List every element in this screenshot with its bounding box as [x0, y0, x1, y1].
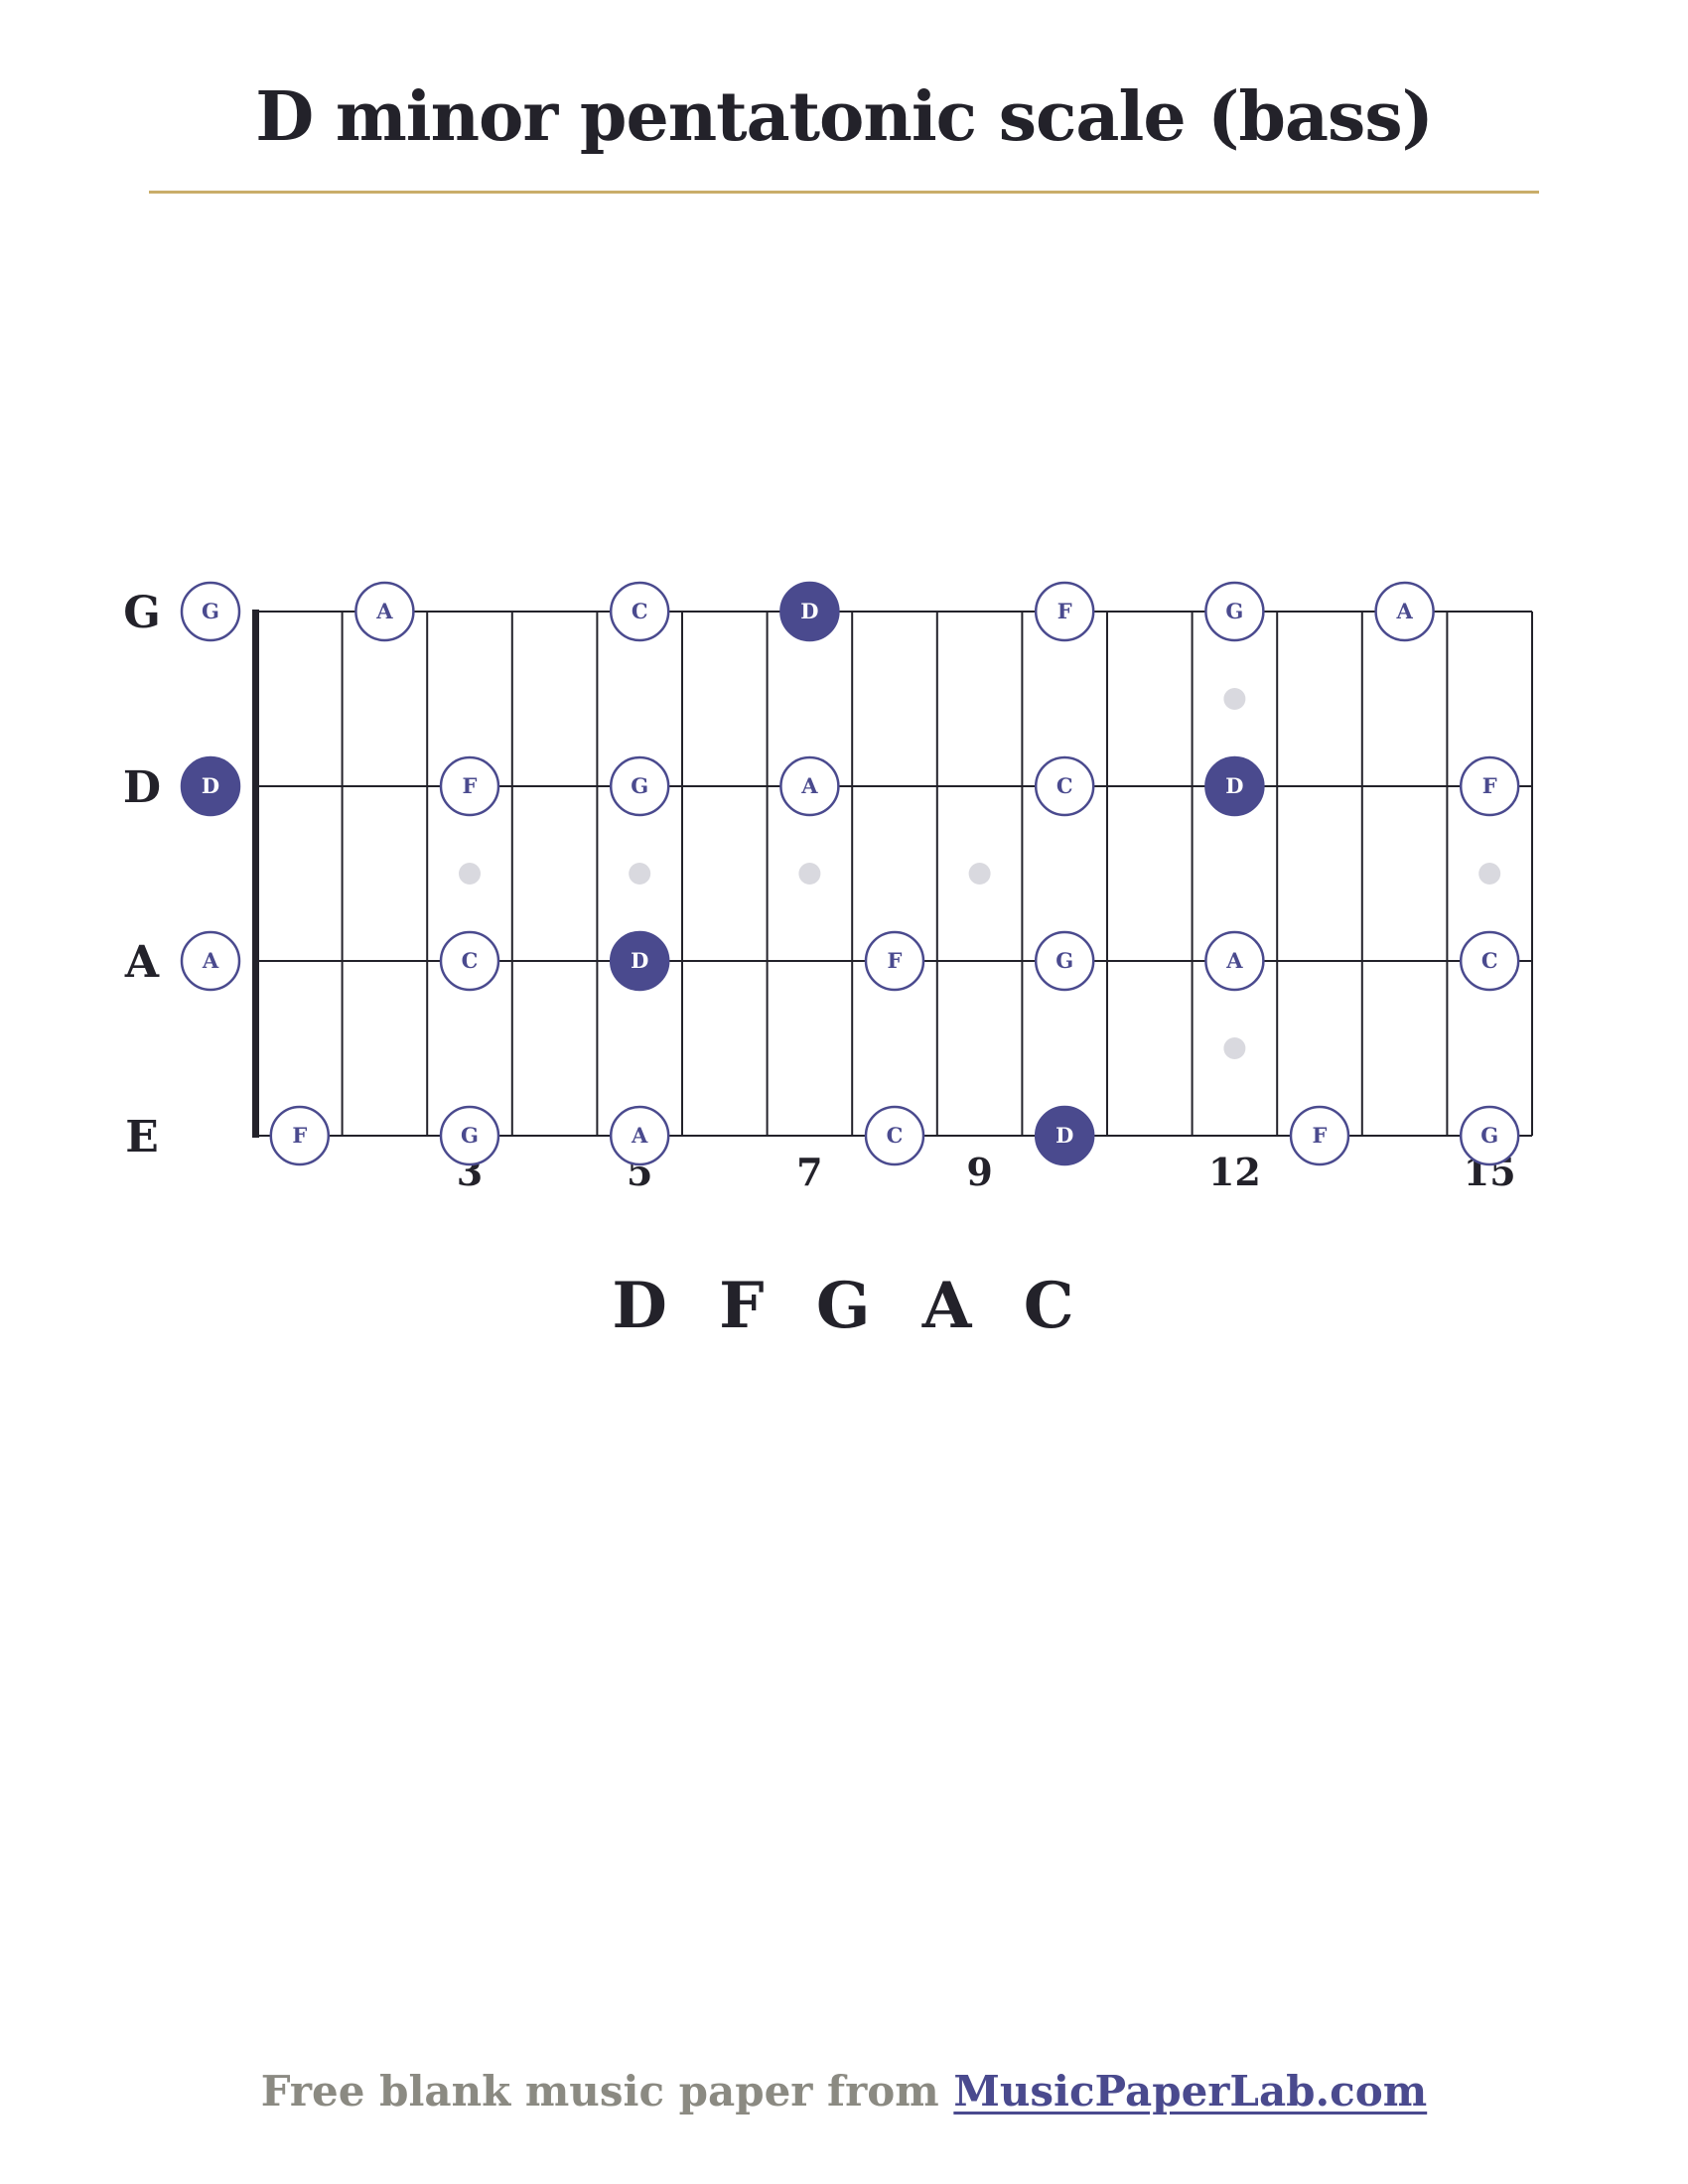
note-marker [779, 755, 840, 817]
note-label: C [887, 1123, 904, 1148]
root-note-marker [779, 581, 840, 642]
note-label: A [1225, 948, 1243, 973]
note-label: G [461, 1123, 479, 1148]
note-marker [269, 1105, 331, 1166]
note-label: F [1482, 773, 1497, 798]
note-marker [1289, 1105, 1350, 1166]
note-label: A [375, 599, 393, 623]
note-label: D [800, 599, 818, 623]
inlay-dot [968, 863, 991, 885]
note-label: A [800, 773, 818, 798]
title-divider [149, 191, 1539, 194]
note-label: C [1056, 773, 1073, 798]
note-label: F [1057, 599, 1072, 623]
note-label: A [1395, 599, 1413, 623]
footer: Free blank music paper from MusicPaperLa… [0, 2067, 1688, 2116]
note-marker [1459, 1105, 1520, 1166]
inlay-dot [1223, 1037, 1246, 1059]
note-label: G [1480, 1123, 1498, 1148]
inlay-dot [1223, 688, 1246, 710]
note-label: D [1225, 773, 1243, 798]
note-label: F [1313, 1123, 1328, 1148]
note-marker [1459, 930, 1520, 992]
note-marker [1204, 581, 1265, 642]
note-marker [864, 930, 925, 992]
note-marker [1374, 581, 1435, 642]
inlay-dot [459, 863, 481, 885]
string-label: G [123, 588, 161, 638]
note-label: G [1055, 948, 1073, 973]
note-marker [609, 581, 670, 642]
note-marker [609, 755, 670, 817]
note-label: G [631, 773, 648, 798]
string-label: A [124, 937, 160, 988]
note-label: F [463, 773, 478, 798]
inlay-dot [1478, 863, 1501, 885]
fret-number-label: 9 [966, 1150, 992, 1194]
note-label: G [1225, 599, 1243, 623]
inlay-dot [798, 863, 821, 885]
note-marker [180, 581, 241, 642]
inlay-dot [629, 863, 651, 885]
nut [252, 610, 259, 1138]
note-label: A [631, 1123, 648, 1148]
string-label: D [123, 762, 161, 813]
note-label: D [202, 773, 219, 798]
note-label: C [1481, 948, 1498, 973]
note-marker [1034, 581, 1095, 642]
fret-number-label: 7 [796, 1150, 822, 1194]
root-note-marker [609, 930, 670, 992]
footer-text: Free blank music paper from [260, 2067, 939, 2116]
root-note-marker [1034, 1105, 1095, 1166]
note-marker [1459, 755, 1520, 817]
note-marker [609, 1105, 670, 1166]
note-marker [354, 581, 415, 642]
note-label: F [888, 948, 903, 973]
scale-notes: D F G A C [612, 1269, 1076, 1343]
note-label: A [202, 948, 219, 973]
note-label: F [292, 1123, 307, 1148]
footer-link[interactable]: MusicPaperLab.com [953, 2067, 1428, 2116]
note-marker [1034, 930, 1095, 992]
note-label: D [1055, 1123, 1073, 1148]
note-marker [1034, 755, 1095, 817]
note-marker [439, 1105, 500, 1166]
note-label: C [462, 948, 479, 973]
note-label: C [632, 599, 648, 623]
note-label: G [202, 599, 219, 623]
root-note-marker [1204, 755, 1265, 817]
fret-number-label: 12 [1208, 1150, 1261, 1194]
note-marker [439, 930, 500, 992]
root-note-marker [180, 755, 241, 817]
string-label: E [125, 1112, 159, 1162]
page-title: D minor pentatonic scale (bass) [255, 77, 1434, 157]
note-marker [864, 1105, 925, 1166]
note-marker [1204, 930, 1265, 992]
note-marker [180, 930, 241, 992]
note-marker [439, 755, 500, 817]
note-label: D [631, 948, 648, 973]
